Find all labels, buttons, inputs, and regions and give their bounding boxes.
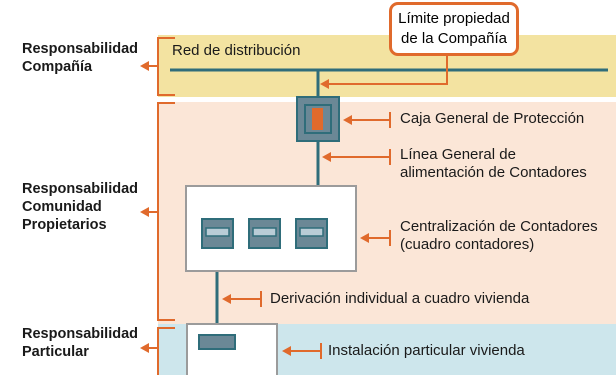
community-label-line1: Responsabilidad [22,181,139,197]
meter-2 [248,218,281,249]
cgp-annotation: Caja General de Protección [400,110,585,127]
callout-pointer [322,56,448,85]
lga-annotation-line1: Línea General de [400,146,516,163]
distribution-network-label: Red de distribución [172,42,301,59]
lga-annotation-arrow [322,149,391,165]
company-label-line2: Compañía [22,59,93,75]
lga-annotation: Línea General de alimentación de Contado… [400,146,587,182]
derivation-annotation: Derivación individual a cuadro vivienda [270,290,530,307]
dwelling-panel [198,334,236,350]
particular-bracket [157,327,175,375]
meters-annotation-line2: (cuadro contadores) [400,236,535,253]
installation-annotation: Instalación particular vivienda [328,342,525,359]
callout-line1: Límite propiedad [398,10,510,27]
community-label-line2: Comunidad [22,199,102,215]
company-label-line1: Responsabilidad [22,41,139,57]
particular-label-line1: Responsabilidad [22,326,139,342]
lga-annotation-line2: alimentación de Contadores [400,164,587,181]
meter-3 [295,218,328,249]
particular-label-line2: Particular [22,344,89,360]
community-responsibility-label: Responsabilidad Comunidad Propietarios [22,180,138,234]
derivation-annotation-arrow [222,291,262,307]
installation-annotation-arrow [282,343,322,359]
callout-line2: de la Compañía [401,30,507,47]
community-arrowhead [140,207,149,217]
meters-annotation: Centralización de Contadores (cuadro con… [400,218,598,254]
meter-1 [201,218,234,249]
meters-annotation-line1: Centralización de Contadores [400,218,598,235]
company-band [158,35,616,97]
company-responsibility-label: Responsabilidad Compañía [22,40,138,76]
company-boundary-callout: Límite propiedad de la Compañía [389,2,519,56]
particular-responsibility-label: Responsabilidad Particular [22,325,138,361]
particular-arrowhead [140,343,149,353]
cgp-box-inner [304,104,332,134]
cgp-fuse [312,108,323,130]
callout-pointer-arrowhead [320,79,329,89]
company-arrowhead [140,61,149,71]
meters-annotation-arrow [360,230,391,246]
cgp-annotation-arrow [343,112,391,128]
community-label-line3: Propietarios [22,217,107,233]
